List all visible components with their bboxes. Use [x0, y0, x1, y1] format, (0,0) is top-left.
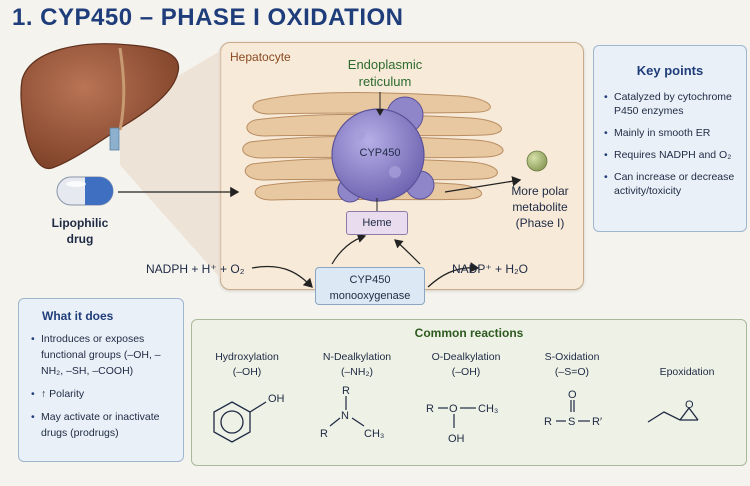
key-point-item: Catalyzed by cytochrome P450 enzymes	[604, 90, 738, 118]
metabolite-label: More polar metabolite (Phase I)	[505, 183, 575, 231]
reaction-group: (–NH₂)	[340, 366, 374, 378]
page-title: 1. CYP450 – PHASE I OXIDATION	[12, 4, 404, 31]
hepatocyte-label: Hepatocyte	[230, 50, 291, 64]
heme-cycle-right-arrow	[394, 239, 421, 265]
drug-label-line2: drug	[66, 232, 94, 246]
phenol-oh-label: OH	[268, 393, 285, 405]
amine-r-left: R	[320, 428, 328, 440]
reactions-title: Common reactions	[414, 326, 524, 340]
nadph-text: NADPH + H⁺ + O₂	[146, 262, 245, 276]
reaction-name: S-Oxidation	[544, 351, 600, 363]
key-points-list: Catalyzed by cytochrome P450 enzymes Mai…	[594, 90, 746, 198]
amine-n: N	[341, 410, 349, 422]
ether-structure	[438, 407, 476, 428]
er-label: Endoplasmic reticulum	[335, 56, 435, 90]
sulfoxide-r: R	[544, 416, 552, 428]
reaction-name: Hydroxylation	[215, 351, 279, 363]
amine-ch3: CH₃	[364, 428, 384, 440]
ether-o: O	[449, 403, 458, 415]
reaction-name: N-Dealkylation	[322, 351, 392, 363]
key-points-title: Key points	[636, 63, 704, 78]
metabolite-ball-icon	[526, 150, 548, 172]
ether-ch3: CH₃	[478, 403, 498, 415]
what-it-does-title: What it does	[42, 309, 114, 323]
reaction-n-dealkylation: N-Dealkylation (–NH₂)	[312, 350, 402, 380]
key-points-panel: Key points Catalyzed by cytochrome P450 …	[593, 45, 747, 232]
drug-label-line1: Lipophilic	[51, 216, 109, 230]
sulfoxide-s: S	[568, 416, 575, 428]
heme-cycle-left-arrow	[331, 233, 367, 265]
heme-box: Heme	[346, 211, 408, 235]
reaction-o-dealkylation: O-Dealkylation (–OH)	[420, 350, 512, 380]
metabolite-line3: (Phase I)	[515, 216, 565, 230]
phenol-structure	[213, 401, 267, 443]
metabolite-line2: metabolite	[512, 200, 568, 214]
nadp-arrow	[427, 262, 480, 288]
monooxygenase-box: CYP450 monooxygenase	[315, 267, 425, 305]
reaction-name: Epoxidation	[659, 366, 715, 378]
nadph-arrow	[251, 265, 313, 288]
nadp-text: NADP⁺ + H₂O	[452, 262, 529, 276]
ether-r: R	[426, 403, 434, 415]
what-it-does-item: Introduces or exposes functional groups …	[31, 331, 177, 379]
common-reactions-panel: Common reactions Hydroxylation (–OH) N-D…	[191, 319, 747, 466]
reaction-group: (–OH)	[232, 366, 262, 378]
reaction-epoxidation: Epoxidation	[644, 365, 730, 380]
reaction-group: (–S=O)	[554, 366, 590, 378]
er-label-line1: Endoplasmic	[347, 57, 423, 72]
monooxygenase-line2: monooxygenase	[329, 290, 411, 302]
reaction-hydroxylation: Hydroxylation (–OH)	[202, 350, 292, 380]
cyp450-enzyme-icon	[331, 96, 435, 203]
epoxide-o: O	[685, 399, 694, 411]
sulfoxide-o: O	[568, 389, 577, 401]
metabolite-arrow	[444, 176, 522, 193]
cyp450-label: CYP450	[359, 147, 401, 159]
key-point-item: Can increase or decrease activity/toxici…	[604, 170, 738, 198]
key-point-item: Requires NADPH and O₂	[604, 148, 738, 162]
what-it-does-item: May activate or inactivate drugs (prodru…	[31, 409, 177, 441]
sulfoxide-structure	[556, 400, 590, 422]
liver-icon	[20, 43, 180, 169]
reaction-name: O-Dealkylation	[431, 351, 501, 363]
capsule-icon	[56, 176, 114, 206]
amine-r-top: R	[342, 385, 350, 397]
sulfoxide-r-prime: R′	[592, 416, 602, 428]
what-it-does-panel: What it does Introduces or exposes funct…	[18, 298, 184, 462]
er-label-line2: reticulum	[358, 74, 412, 89]
what-it-does-item: ↑ Polarity	[31, 386, 177, 402]
ether-oh: OH	[448, 433, 465, 445]
epoxide-structure	[647, 407, 699, 423]
reaction-structures: OH R N R CH₃ R O CH₃ OH O R S R′	[213, 385, 699, 445]
metabolite-line1: More polar	[511, 184, 569, 198]
amine-structure	[329, 396, 365, 427]
drug-label: Lipophilic drug	[50, 215, 110, 247]
what-it-does-list: Introduces or exposes functional groups …	[19, 331, 183, 441]
monooxygenase-line1: CYP450	[349, 274, 391, 286]
reaction-s-oxidation: S-Oxidation (–S=O)	[530, 350, 614, 380]
key-point-item: Mainly in smooth ER	[604, 126, 738, 140]
reaction-group: (–OH)	[451, 366, 481, 378]
